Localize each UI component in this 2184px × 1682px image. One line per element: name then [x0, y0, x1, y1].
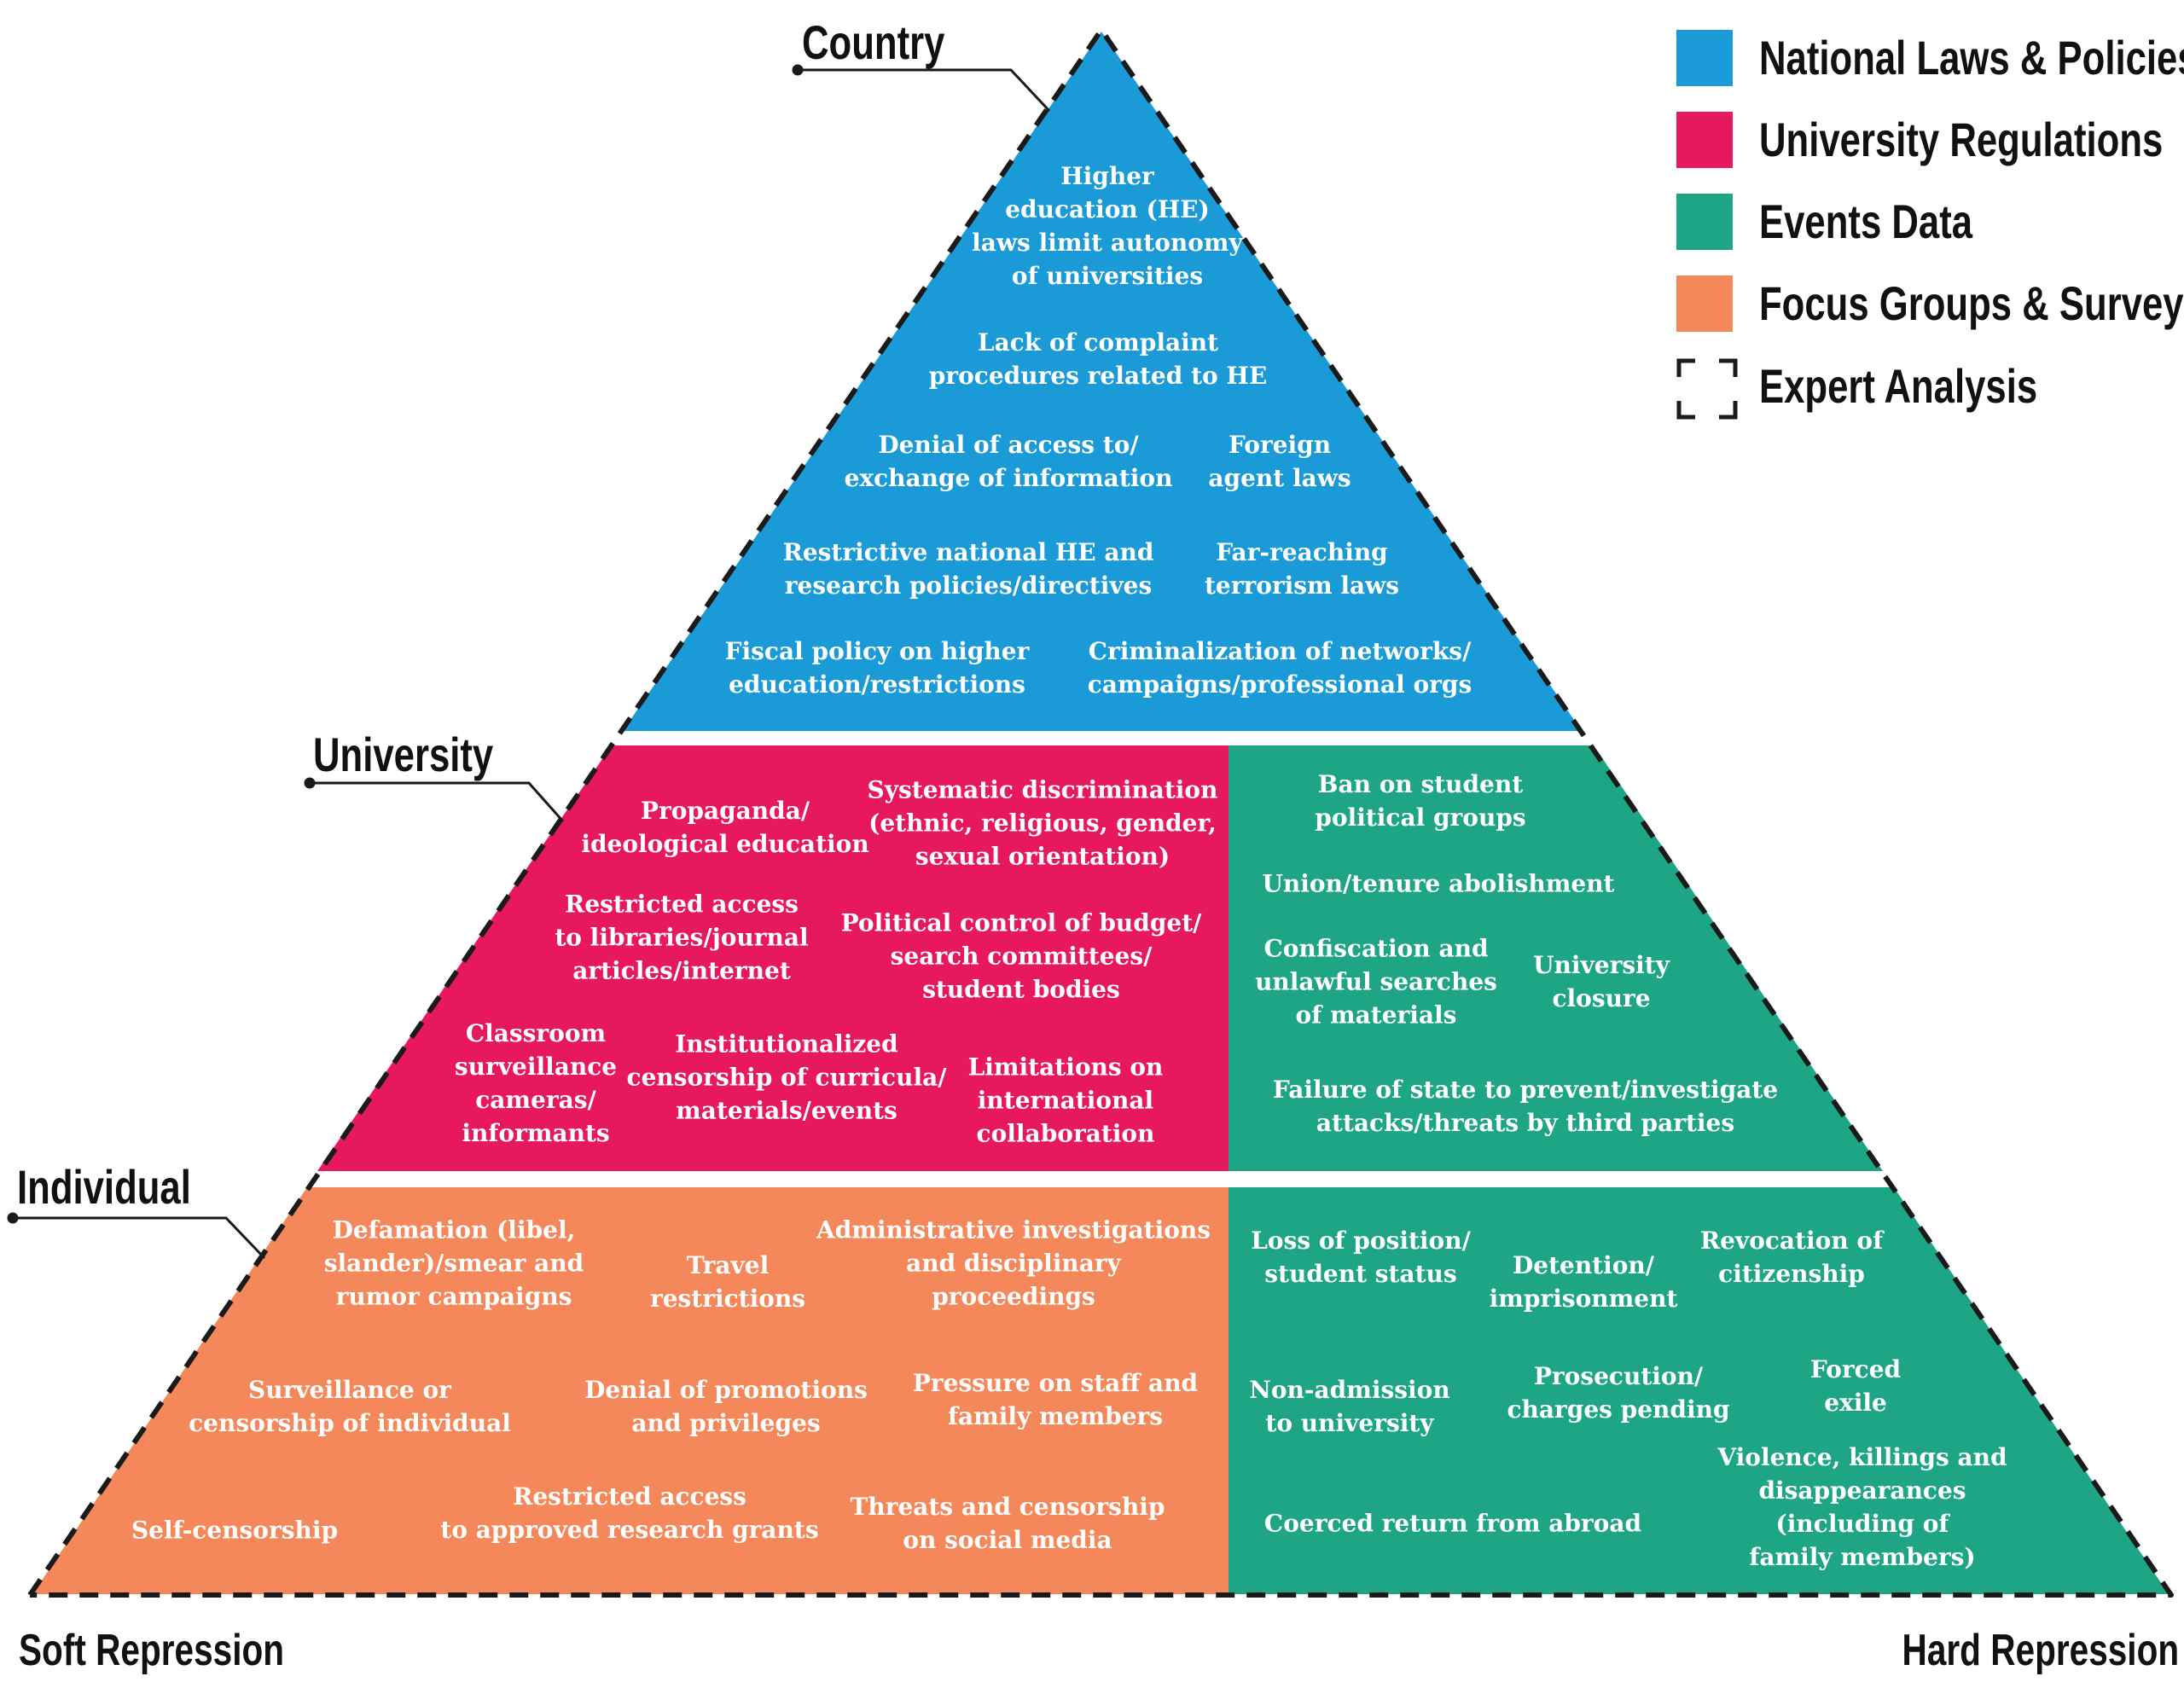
legend-swatch-orange: [1676, 276, 1733, 332]
individual-item-denial-of-promotions: Denial of promotions and privileges: [584, 1376, 868, 1437]
legend-label: Events Data: [1759, 194, 1973, 248]
individual-event-prosecution: Prosecution/ charges pending: [1507, 1362, 1730, 1424]
legend-swatch-blue: [1676, 30, 1733, 86]
level-label-country: Country: [802, 15, 945, 69]
university-item-classroom-surveillance: Classroom surveillance cameras/ informan…: [454, 1019, 618, 1147]
individual-event-coerced-return: Coerced return from abroad: [1263, 1509, 1642, 1538]
country-item-denial-of-access: Denial of access to/ exchange of informa…: [844, 431, 1173, 492]
dashed-square-icon: [1676, 358, 1738, 420]
individual-event-revocation-of-citizenship: Revocation of citizenship: [1699, 1227, 1884, 1288]
legend-label: University Regulations: [1759, 113, 2164, 166]
level-label-individual: Individual: [17, 1160, 191, 1214]
individual-item-administrative-investigations: Administrative investigations and discip…: [816, 1215, 1211, 1311]
university-item-institutionalized-censorship: Institutionalized censorship of curricul…: [626, 1030, 947, 1125]
university-item-political-control: Political control of budget/ search comm…: [840, 908, 1202, 1004]
country-item-terrorism-laws: Far-reaching terrorism laws: [1204, 538, 1400, 600]
country-item-criminalization: Criminalization of networks/ campaigns/p…: [1087, 637, 1472, 699]
individual-event-detention: Detention/ imprisonment: [1489, 1251, 1678, 1313]
country-tier: [623, 32, 1582, 731]
legend-label: Expert Analysis: [1759, 359, 2038, 413]
country-item-he-laws: Higher education (HE) laws limit autonom…: [972, 162, 1243, 290]
university-event-union-abolishment: Union/tenure abolishment: [1262, 869, 1615, 898]
university-event-confiscation: Confiscation and unlawful searches of ma…: [1255, 934, 1497, 1030]
university-pointer: [304, 777, 565, 822]
country-item-fiscal-policy: Fiscal policy on higher education/restri…: [724, 637, 1030, 699]
individual-surveys-block: [32, 1187, 1228, 1594]
individual-events-block: [1228, 1187, 2169, 1594]
university-event-failure-of-state: Failure of state to prevent/investigate …: [1272, 1076, 1779, 1137]
pyramid-dashed-outline: [27, 27, 2174, 1598]
country-pointer: [792, 64, 1051, 113]
legend-label: National Laws & Policies: [1759, 31, 2184, 84]
individual-item-surveillance: Surveillance or censorship of individual: [189, 1376, 511, 1437]
university-item-propaganda: Propaganda/ ideological education: [581, 797, 869, 858]
individual-item-social-media-threats: Threats and censorship on social media: [850, 1493, 1165, 1554]
individual-item-pressure-on-staff: Pressure on staff and family members: [912, 1369, 1199, 1430]
level-label-university: University: [313, 728, 494, 781]
individual-item-restricted-grants: Restricted access to approved research g…: [440, 1482, 819, 1544]
university-item-systematic-discrimination: Systematic discrimination (ethnic, relig…: [867, 775, 1218, 871]
university-event-ban-student-groups: Ban on student political groups: [1315, 770, 1526, 832]
country-item-foreign-agent-laws: Foreign agent laws: [1208, 431, 1351, 492]
legend-swatch-green: [1676, 194, 1733, 250]
individual-pointer: [7, 1212, 266, 1260]
axis-label-hard-repression: Hard Repression: [1902, 1626, 2179, 1675]
university-item-restricted-libraries: Restricted access to libraries/journal a…: [555, 890, 809, 985]
individual-event-non-admission: Non-admission to university: [1249, 1376, 1450, 1437]
axis-label-soft-repression: Soft Repression: [19, 1626, 285, 1675]
country-item-restrictive-policies: Restrictive national HE and research pol…: [782, 538, 1154, 600]
legend-swatch-red: [1676, 112, 1733, 168]
university-item-international-collaboration: Limitations on international collaborati…: [967, 1053, 1164, 1148]
country-item-complaint-procedures: Lack of complaint procedures related to …: [928, 328, 1268, 390]
individual-item-travel-restrictions: Travel restrictions: [649, 1251, 806, 1313]
university-event-closure: University closure: [1533, 951, 1670, 1012]
individual-item-defamation: Defamation (libel, slander)/smear and ru…: [323, 1215, 584, 1311]
legend-label: Focus Groups & Surveys: [1759, 276, 2184, 330]
university-events-block: [1228, 745, 1883, 1171]
individual-item-self-censorship: Self-censorship: [131, 1516, 339, 1545]
individual-event-violence-killings: Violence, killings and disappearances (i…: [1717, 1443, 2007, 1571]
individual-event-loss-of-position: Loss of position/ student status: [1251, 1227, 1471, 1288]
university-regulations-block: [317, 745, 1228, 1171]
individual-event-forced-exile: Forced exile: [1809, 1355, 1902, 1417]
